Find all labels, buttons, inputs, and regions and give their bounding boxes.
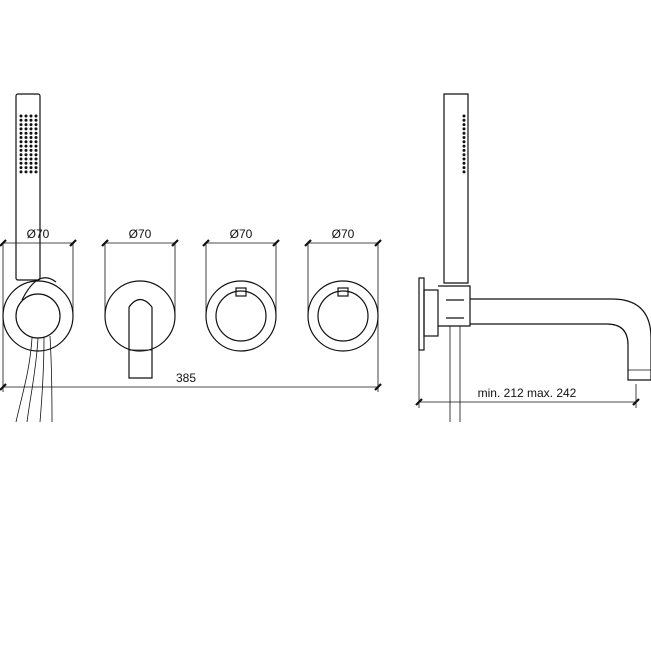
spray-dot: [19, 170, 23, 174]
spray-dot: [29, 170, 33, 174]
thermostat-handle-2: [307, 280, 379, 352]
spray-dot: [19, 140, 23, 144]
spray-dot: [29, 157, 33, 161]
spray-dot: [29, 161, 33, 165]
spout-rosette: [104, 280, 176, 379]
spray-dot: [34, 170, 38, 174]
spray-dot: [19, 114, 23, 118]
spray-dot: [34, 148, 38, 152]
spray-dot: [29, 140, 33, 144]
spray-dot: [34, 144, 38, 148]
side-spray-dot: [462, 123, 466, 127]
spray-dot: [24, 131, 28, 135]
spray-dot: [29, 131, 33, 135]
spray-dot: [34, 136, 38, 139]
spray-dot: [34, 157, 38, 161]
spray-dot: [24, 118, 28, 122]
spray-dot: [19, 148, 23, 152]
diameter-label-4: Ø70: [332, 227, 355, 241]
overall-width-label: 385: [176, 371, 196, 385]
spray-dot: [24, 144, 28, 148]
spray-dot: [19, 118, 23, 122]
hand-shower-side: [443, 93, 469, 284]
projection-label: min. 212 max. 242: [478, 386, 577, 400]
spray-dot: [29, 127, 33, 131]
side-spray-dot: [462, 127, 466, 131]
spray-dot: [29, 118, 33, 122]
spray-dot: [34, 123, 38, 127]
spray-dot: [19, 161, 23, 165]
spray-dot: [19, 127, 23, 131]
spray-dot: [19, 123, 23, 127]
spray-dot: [34, 118, 38, 122]
side-spray-dot: [462, 136, 466, 139]
spray-dot: [34, 114, 38, 118]
spray-dot: [29, 153, 33, 157]
spray-dot: [34, 140, 38, 144]
spray-dot: [19, 166, 23, 170]
wall-plate: [418, 277, 425, 351]
diameter-dimension-3: Ø70: [202, 227, 280, 316]
spray-dot: [24, 127, 28, 131]
spray-dot: [29, 144, 33, 148]
side-spray-dot: [462, 161, 466, 165]
spray-dot: [29, 148, 33, 152]
spray-dot: [34, 161, 38, 165]
spray-dot: [34, 131, 38, 135]
shower-holder-bracket: [423, 285, 471, 422]
side-spray-dot: [462, 166, 466, 170]
spray-dot: [24, 123, 28, 127]
diameter-label-1: Ø70: [27, 227, 50, 241]
side-spray-dot: [462, 148, 466, 152]
hand-shower-front: [15, 93, 41, 281]
side-spray-dot: [462, 118, 466, 122]
diameter-label-3: Ø70: [230, 227, 253, 241]
spray-dot: [24, 166, 28, 170]
side-spray-dots: [462, 114, 466, 174]
diameter-dimension-1: Ø70: [0, 227, 77, 316]
spray-dot: [24, 157, 28, 161]
spray-dot: [34, 166, 38, 170]
diameter-dimension-2: Ø70: [101, 227, 179, 316]
spray-dot: [29, 114, 33, 118]
side-spray-dot: [462, 153, 466, 157]
spray-dot: [29, 136, 33, 139]
spray-dot: [24, 153, 28, 157]
side-spray-dot: [462, 157, 466, 161]
thermostat-handle-1: [205, 280, 277, 352]
side-spray-dot: [462, 170, 466, 174]
spray-dot: [19, 131, 23, 135]
spray-dot: [19, 136, 23, 139]
diameter-dimension-4: Ø70: [304, 227, 382, 316]
side-spray-dot: [462, 144, 466, 148]
shower-outlet-rosette: [2, 277, 74, 423]
projection-dimension: min. 212 max. 242: [415, 350, 640, 408]
side-spray-dot: [462, 140, 466, 144]
spray-dot: [24, 140, 28, 144]
spray-dot: [24, 114, 28, 118]
spray-nozzle-dots: [19, 114, 38, 174]
front-view: Ø70 Ø70 Ø70 Ø70: [0, 93, 382, 423]
spray-dot: [29, 166, 33, 170]
spray-dot: [24, 161, 28, 165]
diameter-label-2: Ø70: [129, 227, 152, 241]
spray-dot: [19, 144, 23, 148]
spray-dot: [29, 123, 33, 127]
spray-dot: [24, 148, 28, 152]
side-view: min. 212 max. 242: [415, 93, 651, 422]
spray-dot: [34, 127, 38, 131]
side-spray-dot: [462, 131, 466, 135]
bath-spout-side: [470, 298, 651, 381]
overall-width-dimension: 385: [0, 316, 382, 392]
spray-dot: [19, 157, 23, 161]
spray-dot: [24, 136, 28, 139]
spray-dot: [24, 170, 28, 174]
side-spray-dot: [462, 114, 466, 118]
spray-dot: [34, 153, 38, 157]
spray-dot: [19, 153, 23, 157]
